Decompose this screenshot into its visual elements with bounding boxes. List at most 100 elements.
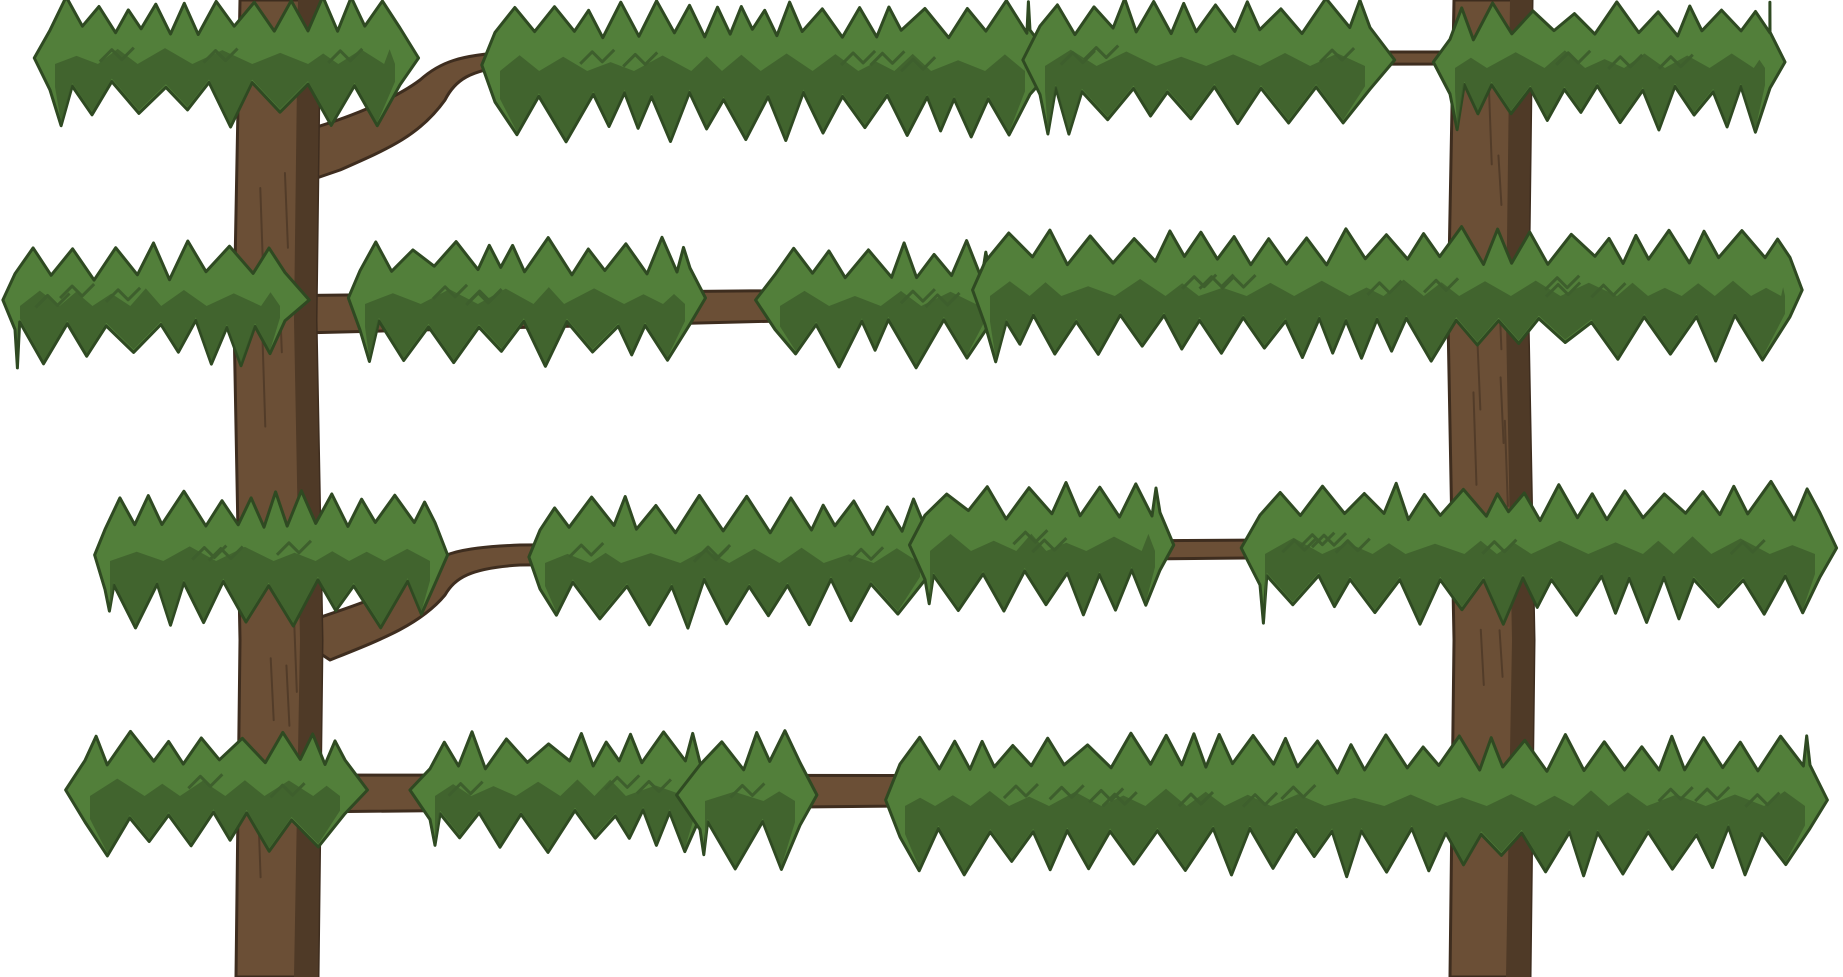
tier-2-clump-d [971, 225, 1804, 364]
bark-streak [1503, 419, 1509, 507]
tier-2-clump-b [346, 235, 707, 368]
tier-1-clump-a [32, 0, 421, 129]
leaf-vein [1744, 791, 1781, 808]
bark-streak [1476, 338, 1482, 411]
tier-1-clump-b-shade [500, 53, 1025, 139]
left-trunk-shadow [294, 0, 322, 977]
leaf-vein [59, 282, 96, 300]
tier-1-clump-b [480, 0, 1058, 144]
tier-1-clump-a-shade [55, 48, 395, 124]
leaf-vein [1101, 791, 1138, 808]
tier-2-clump-d-shade [990, 279, 1785, 359]
leaf-vein [1281, 537, 1318, 554]
tier-3-clump-d-shade [1265, 536, 1815, 622]
leaf-vein [622, 51, 659, 68]
leaf-vein [604, 774, 641, 791]
leaf-vein [98, 46, 135, 63]
bark-streak [1499, 376, 1505, 445]
leaf-vein [432, 283, 469, 300]
leaf-vein [269, 782, 306, 799]
leaf-vein [840, 49, 877, 67]
tier-4-clump-a-shade [90, 778, 340, 853]
bark-streak [285, 664, 291, 727]
leaf-vein [1657, 786, 1694, 803]
bark-streak [261, 330, 267, 428]
leaf-vein [1012, 529, 1049, 546]
tier-3-clump-c-shade [930, 533, 1155, 612]
bark-streak [1472, 391, 1478, 486]
bark-streak [283, 171, 289, 249]
leaf-vein [1481, 538, 1518, 555]
leaf-vein [869, 50, 906, 67]
leaf-vein [466, 288, 503, 305]
bark-streak [1479, 628, 1485, 686]
leaf-vein [1181, 273, 1218, 290]
leaf-vein [1545, 281, 1582, 298]
leaf-vein [729, 782, 766, 799]
tier-4-clump-b-leaves [408, 730, 716, 854]
leaf-vein [1366, 279, 1403, 296]
leaf-vein [275, 539, 313, 556]
tier-1-clump-c-shade [1045, 49, 1365, 132]
leaf-vein [1694, 786, 1731, 803]
tier-3-clump-a-leaves [93, 489, 450, 630]
leaf-vein [1177, 790, 1215, 808]
leaf-vein [848, 546, 885, 563]
tier-2-clump-b-shade [365, 287, 685, 364]
tier-2-clump-a [1, 239, 311, 370]
tier-3-clump-a [93, 489, 450, 630]
tier-4-clump-d [884, 731, 1829, 879]
leaf-vein [187, 773, 224, 790]
leaf-vein [1002, 782, 1040, 800]
tier-2-clump-a-shade [20, 288, 280, 365]
leaf-vein [105, 286, 142, 303]
leaf-vein [1544, 274, 1581, 291]
foliage-layer [1, 0, 1839, 879]
leaf-vein [579, 48, 616, 65]
bark-streak [269, 657, 275, 722]
leaf-vein [34, 292, 71, 309]
leaf-vein [568, 541, 605, 559]
leaf-vein [1729, 538, 1766, 556]
leaf-vein [1088, 787, 1125, 804]
tier-4-clump-a [64, 729, 369, 858]
leaf-vein [1198, 273, 1235, 290]
bark-streak [1498, 629, 1504, 678]
leaf-vein [447, 780, 484, 797]
tier-2-clump-c [754, 239, 1019, 370]
tier-3-clump-b [527, 493, 946, 630]
tier-1-clump-d [1431, 0, 1787, 134]
bark-streak [1487, 81, 1493, 166]
tier-4-clump-b [408, 730, 716, 854]
leaf-vein [191, 544, 228, 561]
tier-1-clump-c [1021, 0, 1397, 136]
tier-1-clump-d-shade [1455, 50, 1765, 130]
leaf-vein [924, 291, 961, 309]
leaf-vein [1334, 537, 1371, 554]
leaf-vein [1590, 282, 1627, 299]
tier-3-clump-d [1239, 479, 1839, 626]
leaf-vein [899, 288, 936, 305]
tier-4-clump-c [675, 729, 819, 871]
leaf-vein [1310, 532, 1348, 549]
tier-2-clump-c-shade [780, 290, 985, 365]
tier-4-clump-c-shade [705, 791, 795, 867]
left-trunk [232, 0, 324, 977]
leaf-vein [327, 47, 364, 64]
bark-streak [1497, 154, 1503, 206]
leaf-vein [1083, 44, 1120, 61]
leaf-vein [207, 545, 244, 562]
branches-layer [253, 50, 1562, 814]
leaf-vein [202, 47, 239, 64]
tier-4-clump-b-shade [435, 779, 695, 850]
leaf-vein [1242, 791, 1279, 808]
tier-3-clump-b-shade [545, 547, 920, 626]
leaf-vein [692, 546, 730, 563]
leaf-vein [900, 56, 937, 73]
leaf-vein [1555, 49, 1592, 66]
leaf-vein [1319, 46, 1356, 64]
leaf-vein [635, 778, 672, 795]
tier-3-clump-a-shade [110, 546, 430, 625]
